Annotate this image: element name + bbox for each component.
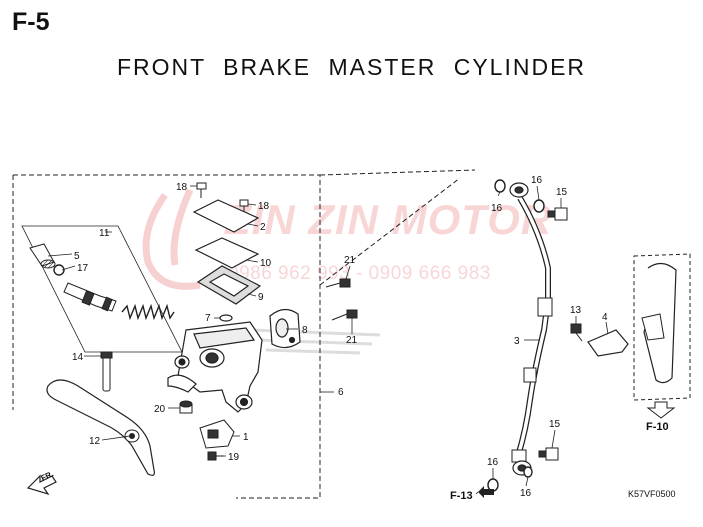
leader-lines	[47, 185, 609, 495]
return-spring	[121, 303, 175, 321]
ref-arrow-f10	[646, 401, 676, 419]
screw-part-18-top	[196, 182, 207, 198]
section-code: F-5	[12, 8, 50, 36]
o-ring-part-7	[219, 314, 233, 322]
sealing-washers-part-16	[487, 179, 545, 492]
diagram-title: FRONT BRAKE MASTER CYLINDER	[116, 54, 587, 80]
callout-11: 11	[99, 228, 110, 239]
circlip-part-17	[53, 264, 65, 276]
watermark-logo	[142, 188, 201, 290]
callout-12: 12	[89, 436, 101, 447]
callout-20: 20	[154, 404, 166, 415]
callout-5: 5	[74, 251, 80, 262]
dust-boot-part-5	[29, 243, 56, 269]
banjo-bolt-part-15-top	[547, 207, 568, 221]
callout-16-a: 16	[491, 203, 503, 214]
ref-label-f10: F-10	[646, 421, 669, 433]
diaphragm-part-9	[196, 265, 262, 305]
brake-switch-part-1	[199, 419, 235, 449]
brake-lever-part-12	[46, 379, 155, 476]
callout-4: 4	[602, 312, 608, 323]
plate-part-10	[194, 237, 260, 269]
callout-21-upper: 21	[344, 255, 356, 266]
callout-10: 10	[260, 258, 272, 269]
callout-3: 3	[514, 336, 520, 347]
bolt-part-21-upper	[325, 278, 351, 288]
callout-6: 6	[338, 387, 344, 398]
nut-part-20	[179, 400, 193, 414]
callout-8: 8	[302, 325, 308, 336]
callout-21-lower: 21	[346, 335, 358, 346]
front-arrow	[26, 474, 57, 496]
ref-box-f10	[633, 253, 691, 401]
callout-16-d: 16	[520, 488, 532, 499]
drawing-code: K57VF0500	[628, 489, 676, 499]
ref-label-f13: F-13	[450, 490, 473, 502]
watermark-brand: ZIN ZIN MOTOR	[225, 196, 553, 243]
callout-1: 1	[243, 432, 249, 443]
callout-19: 19	[228, 452, 240, 463]
callout-14: 14	[72, 352, 84, 363]
callout-18-top: 18	[176, 182, 188, 193]
callout-15-bottom: 15	[549, 419, 561, 430]
kit-box-11	[21, 225, 183, 353]
brake-hose-part-3	[511, 196, 553, 463]
hose-clamp-part-4	[587, 329, 629, 357]
holder-part-8	[269, 308, 301, 349]
piston	[63, 282, 117, 312]
banjo-bolt-part-15-bottom	[538, 447, 559, 461]
watermark-wing-logo	[249, 328, 381, 355]
banjo-fitting-top	[509, 182, 529, 198]
callout-9: 9	[258, 292, 264, 303]
callout-17: 17	[77, 263, 89, 274]
reservoir-cap-part-2	[192, 199, 260, 233]
callout-16-b: 16	[531, 175, 543, 186]
ref-arrow-f13	[478, 486, 494, 498]
callout-13: 13	[570, 305, 582, 316]
callout-15-top: 15	[556, 187, 568, 198]
assembly-frame	[12, 169, 476, 499]
callout-16-c: 16	[487, 457, 499, 468]
bolt-part-21-lower	[331, 309, 358, 321]
callout-7: 7	[205, 313, 211, 324]
callout-2: 2	[260, 222, 266, 233]
callout-18-side: 18	[258, 201, 270, 212]
bolt-part-13	[570, 323, 583, 342]
watermark-phones: 0986 962 993 - 0909 666 983	[228, 263, 491, 284]
master-cylinder-body	[167, 321, 263, 413]
pivot-bolt-part-14	[100, 351, 113, 392]
